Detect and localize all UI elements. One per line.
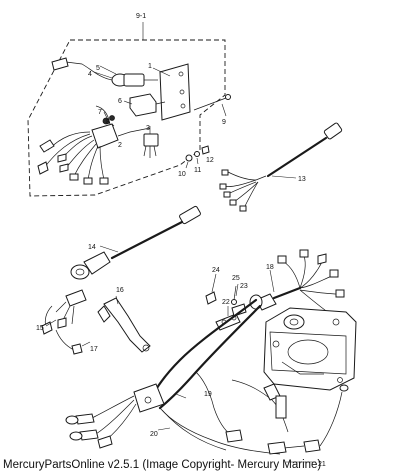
callout-18: 18 (266, 264, 274, 271)
callout-3: 3 (146, 125, 150, 132)
callout-9-1: 9-1 (136, 13, 146, 20)
callout-9: 9 (222, 119, 226, 126)
callout-19: 19 (204, 391, 212, 398)
harness-cable-13 (219, 122, 343, 212)
image-caption: MercuryPartsOnline v2.5.1 (Image Copyrig… (3, 459, 322, 471)
harness-switch-assembly (37, 105, 151, 185)
callout-25: 25 (232, 275, 240, 282)
callout-13: 13 (298, 176, 306, 183)
callout-10: 10 (178, 171, 186, 178)
control-housing (263, 307, 357, 391)
switch-housing (123, 93, 166, 117)
callout-20: 20 (150, 431, 158, 438)
callout-16: 16 (116, 287, 124, 294)
callout-17: 17 (90, 346, 98, 353)
callout-14: 14 (88, 244, 96, 251)
callout-22: 22 (222, 299, 230, 306)
key-switch (51, 57, 158, 87)
callout-23: 23 (240, 283, 248, 290)
bracket-hardware (185, 94, 231, 169)
callout-15: 15 (36, 325, 44, 332)
harness-cable-14 (70, 205, 201, 280)
callout-4: 4 (88, 71, 92, 78)
callout-11: 11 (194, 167, 201, 174)
main-harness (65, 298, 349, 463)
small-toggle-switch (143, 126, 159, 158)
callout-7: 7 (98, 109, 102, 116)
callout-6: 6 (118, 98, 122, 105)
callout-2: 2 (118, 142, 122, 149)
callout-5: 5 (96, 65, 100, 72)
callout-24: 24 (212, 267, 220, 274)
callout-labels: 9-1 1 5 4 6 7 8 3 2 9 10 11 12 13 14 16 … (36, 13, 326, 468)
mounting-bracket (152, 63, 191, 121)
callout-1: 1 (148, 63, 152, 70)
lower-switch-group (41, 289, 151, 355)
callout-8: 8 (106, 119, 110, 126)
callout-21: 21 (318, 461, 326, 468)
callout-12: 12 (206, 157, 214, 164)
